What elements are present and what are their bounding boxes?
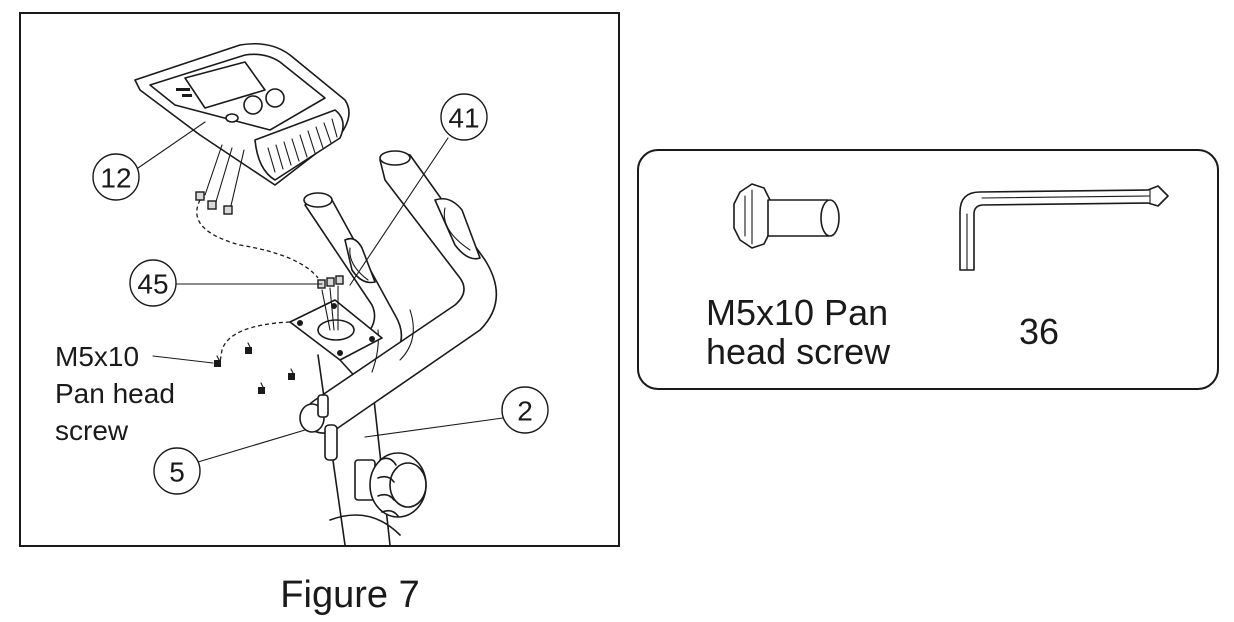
allen-wrench-icon (959, 185, 1169, 271)
callout-45: 45 (129, 259, 323, 307)
screw-label-line-2: Pan head (55, 378, 175, 409)
callout-41: 41 (349, 93, 488, 286)
sensor-wire-lower (219, 321, 291, 363)
screw-label-line-1: M5x10 (55, 341, 139, 372)
callout-12: 12 (92, 121, 206, 201)
post-bracket (324, 424, 338, 461)
callout-45-text: 45 (137, 269, 168, 300)
screw-label: M5x10 Pan head screw (55, 341, 214, 446)
callout-2: 2 (364, 386, 549, 438)
callout-5-text: 5 (169, 457, 185, 488)
legend-wrench-label: 36 (1019, 311, 1059, 352)
mounting-plate (289, 275, 383, 361)
legend-screw-line-1: M5x10 Pan (706, 292, 888, 333)
loose-screws (214, 342, 295, 394)
legend-screw-line-2: head screw (706, 331, 891, 372)
callout-5: 5 (153, 429, 306, 495)
console (134, 42, 350, 215)
callout-12-text: 12 (100, 163, 131, 194)
adjustment-knob (354, 452, 427, 518)
callout-2-text: 2 (517, 396, 533, 427)
figure-caption: Figure 7 (280, 574, 419, 616)
callout-41-text: 41 (448, 103, 479, 134)
pan-head-screw-icon (733, 183, 840, 249)
console-grille (267, 118, 338, 173)
screw-label-line-3: screw (55, 415, 129, 446)
sensor-wire (196, 199, 319, 279)
